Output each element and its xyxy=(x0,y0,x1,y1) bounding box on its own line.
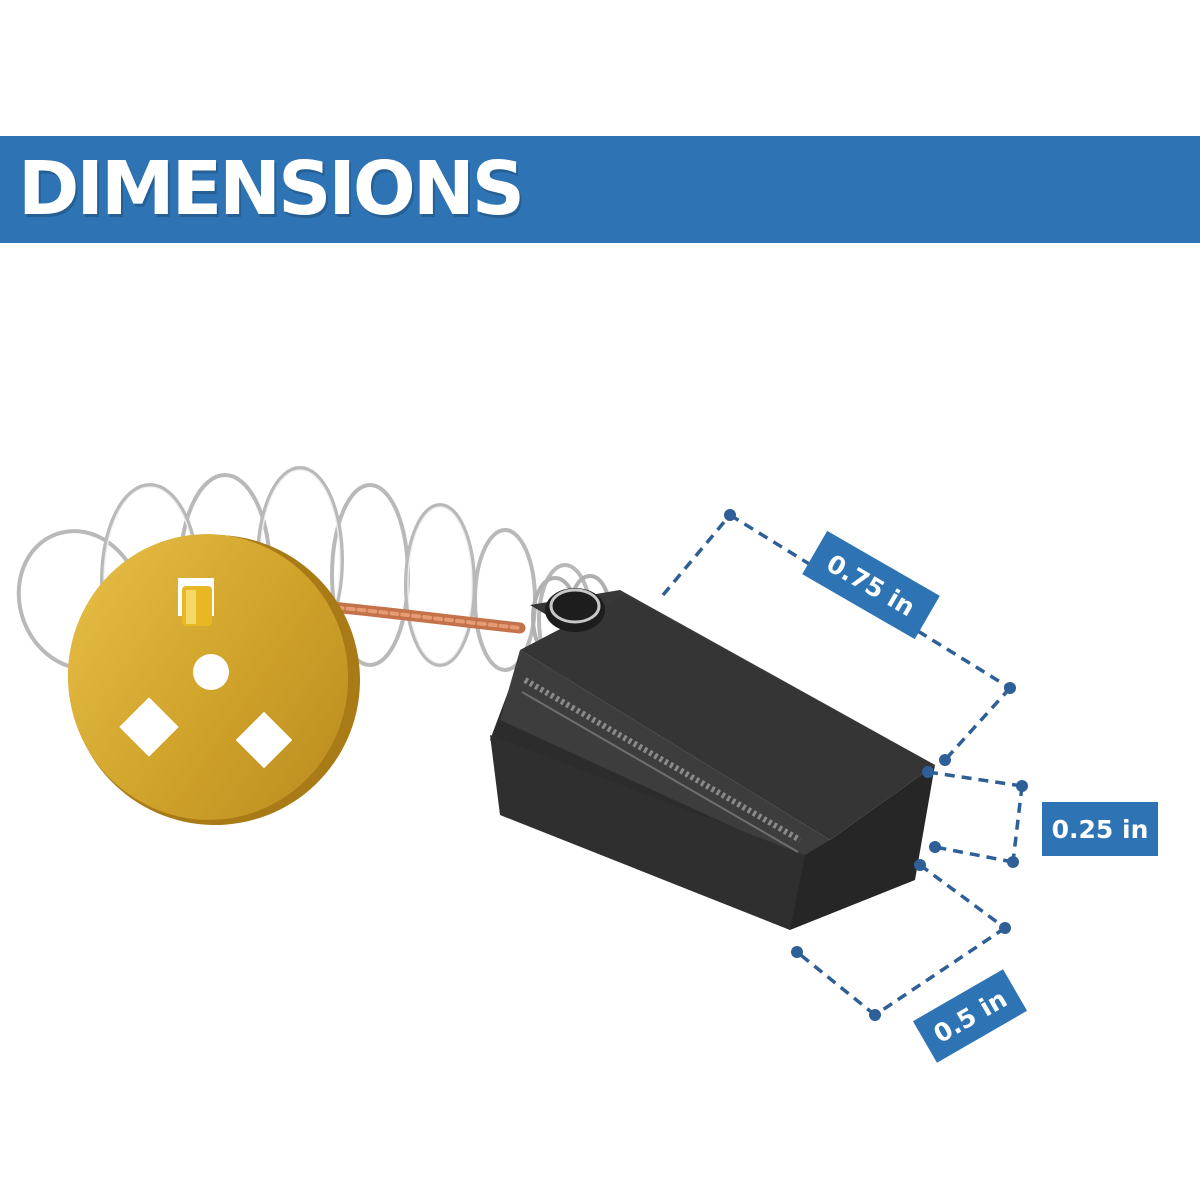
height-label: 0.25 in xyxy=(1042,802,1158,856)
carbon-block xyxy=(490,588,935,930)
banner-title: DIMENSIONS xyxy=(18,146,525,232)
dimensions-banner: DIMENSIONS xyxy=(0,136,1200,243)
brass-disc xyxy=(67,534,360,825)
dimension-lines xyxy=(661,513,1024,1017)
dimension-endpoints xyxy=(724,509,1028,1021)
